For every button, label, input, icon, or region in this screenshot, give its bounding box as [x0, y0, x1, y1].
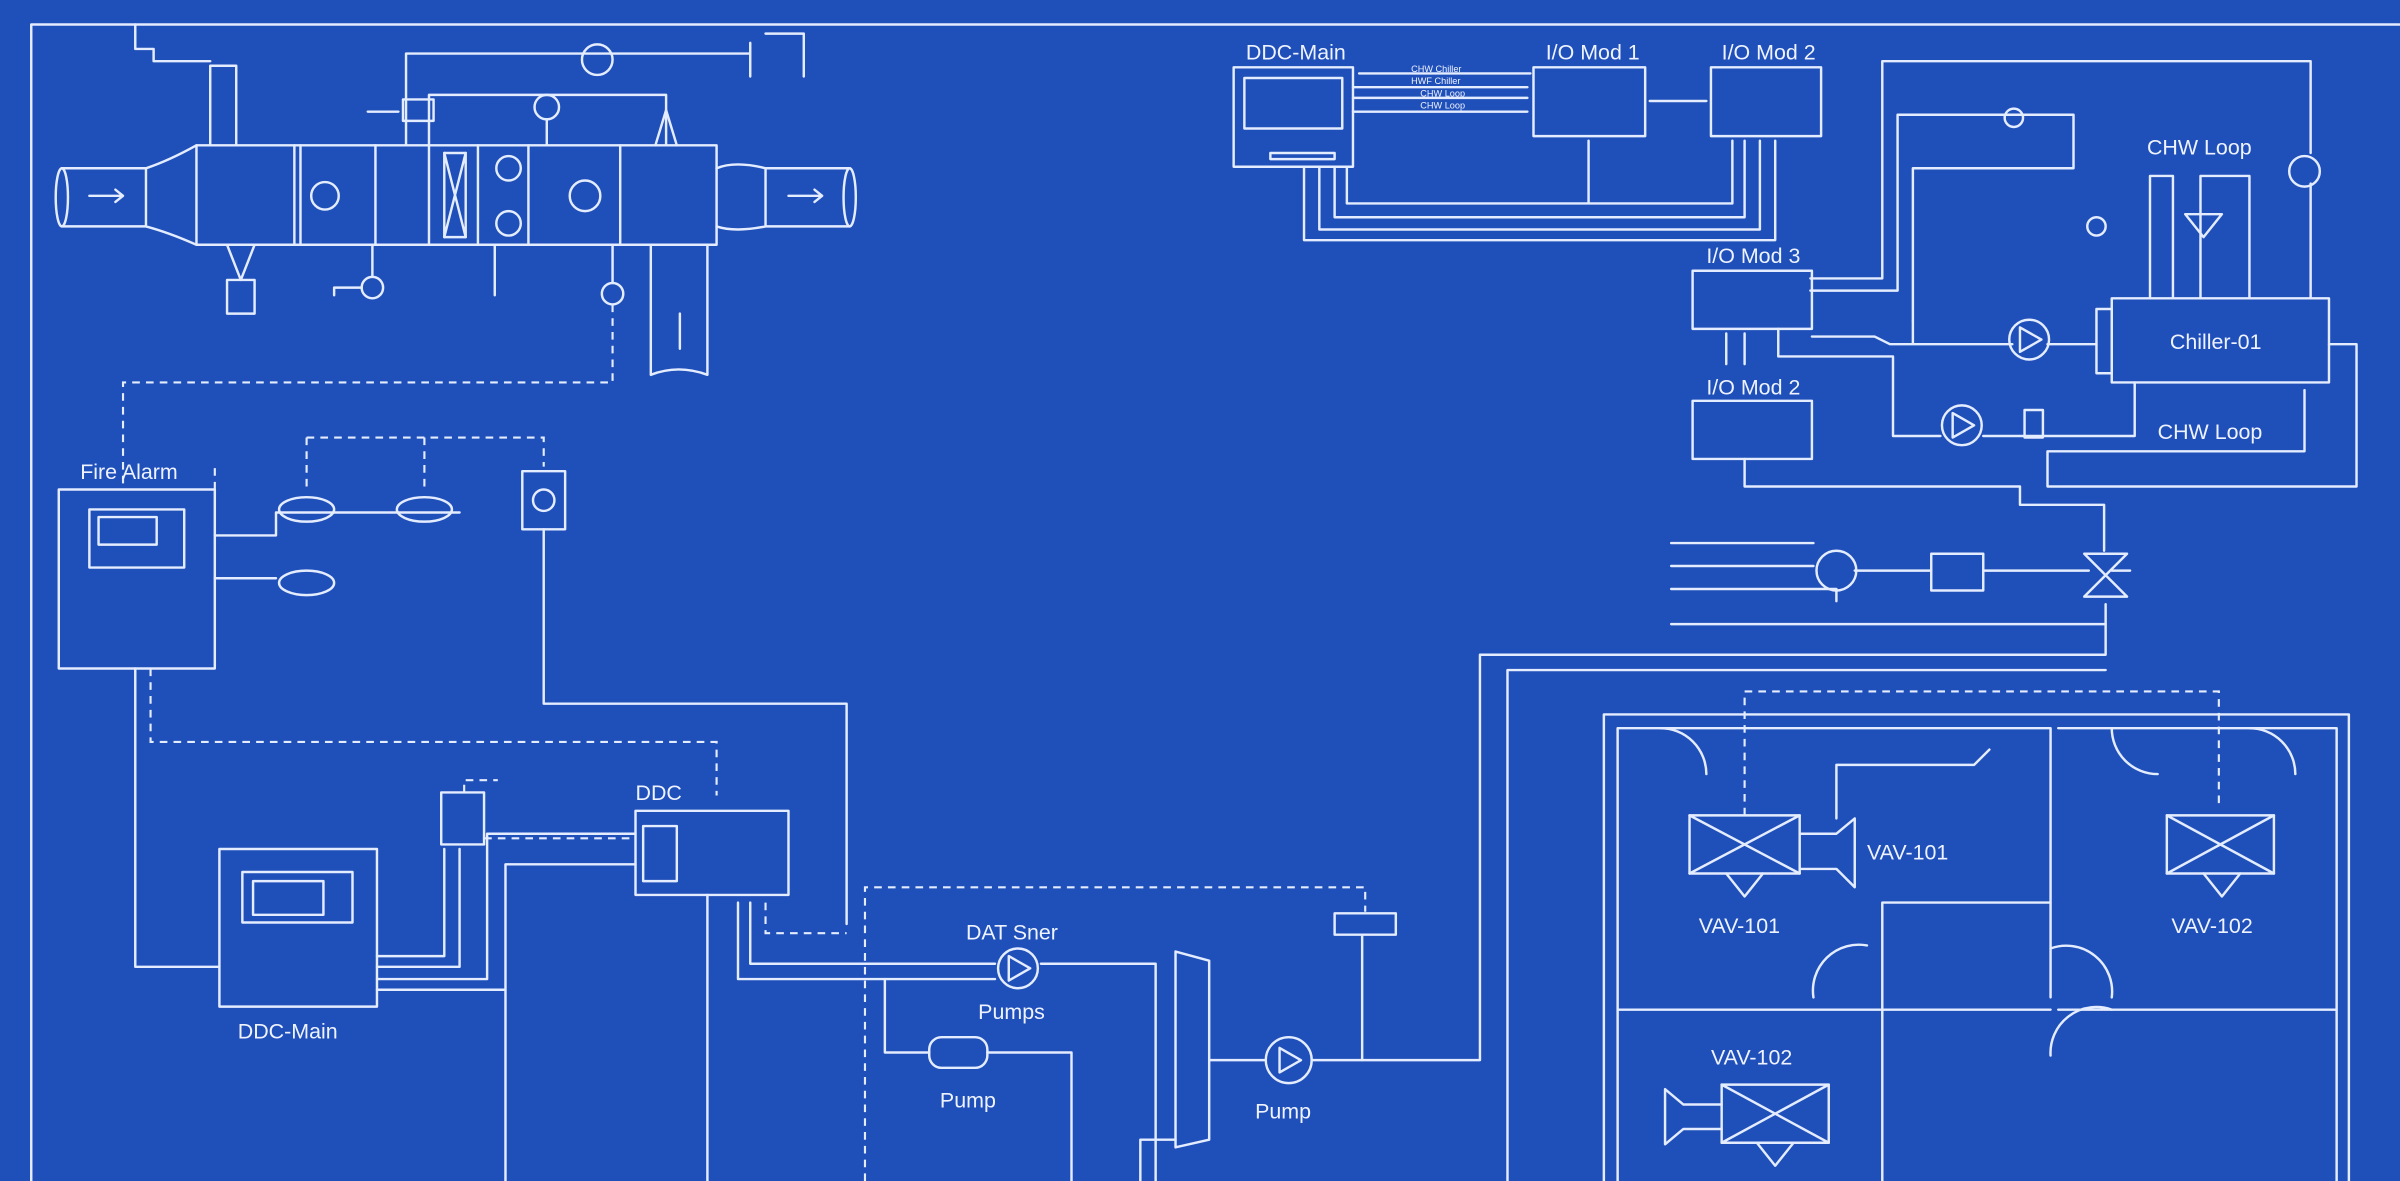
floor-plan: VAV-101 VAV-101 VAV-102 VAV-102: [1602, 690, 2351, 1181]
ddc-controller[interactable]: [634, 809, 790, 897]
vav-102-label: VAV-102: [1711, 1046, 1792, 1070]
io-mod-2-label: I/O Mod 2: [1706, 376, 1800, 400]
drawing-frame: [30, 23, 2400, 1181]
pump-icon: [2287, 154, 2322, 188]
ddc-main-label-bottom: DDC-Main: [238, 1020, 338, 1044]
filter-icon: [443, 151, 467, 239]
pump-icon: [996, 947, 1040, 990]
fire-alarm-system: Fire Alarm: [57, 436, 848, 969]
vav-101-label: VAV-101: [1867, 841, 1948, 865]
sensor-icon: [1333, 912, 1398, 936]
sensor-icon: [439, 791, 486, 846]
pump-icon: [1940, 404, 1983, 447]
smoke-detector-icon: [277, 569, 336, 597]
signal-line-label: CHW Loop: [1420, 88, 1465, 98]
fan-icon: [309, 180, 340, 211]
pull-station-icon: [521, 469, 567, 531]
io-module-1[interactable]: [1532, 66, 1647, 138]
vav-102-label: VAV-102: [2171, 914, 2252, 938]
vav-box-icon[interactable]: [2165, 814, 2276, 875]
chw-loop-label-top: CHW Loop: [2147, 136, 2252, 160]
io-module-2-secondary[interactable]: [1691, 399, 1814, 461]
actuator-icon: [1930, 552, 1985, 592]
chw-loop-label-bottom: CHW Loop: [2158, 420, 2263, 444]
pump-icon: [1264, 1035, 1313, 1085]
gauge-icon: [495, 154, 522, 182]
airflow-in-arrow: [88, 188, 125, 204]
ddc-main-label: DDC-Main: [1246, 41, 1346, 65]
vav-101-label: VAV-101: [1699, 914, 1780, 938]
control-valve-icon: [2082, 552, 2129, 598]
io-mod-2-label: I/O Mod 2: [1722, 41, 1816, 65]
io-module-2[interactable]: [1709, 66, 1823, 138]
dat-sensor-label: DAT Sner: [966, 920, 1058, 944]
ddc-network: DDC-Main CHW Chiller HWF Chiller CHW Loo…: [1232, 41, 1823, 242]
io-module-3[interactable]: [1691, 269, 1814, 331]
pump-label-left: Pump: [940, 1089, 996, 1113]
chiller-plant: CHW Loop I/O Mod 3 I/O Mod 2 Chiller-01 …: [1360, 59, 2358, 1181]
fan-icon: [568, 179, 602, 213]
smoke-detector-icon: [277, 495, 336, 523]
pump-label-right: Pump: [1255, 1099, 1311, 1123]
chiller-label: Chiller-01: [2170, 330, 2262, 354]
pump-system: DAT Sner Pumps Pump Pump: [883, 912, 1398, 1181]
airflow-out-arrow: [787, 188, 824, 204]
heat-exchanger-icon: [1174, 950, 1211, 1149]
air-handling-unit: [54, 23, 858, 490]
gauge-icon: [600, 281, 625, 306]
gauge-icon: [533, 93, 561, 121]
gauge-icon: [495, 209, 522, 237]
valve-icon: [2003, 107, 2025, 129]
gauge-icon: [360, 275, 385, 300]
signal-line-label: CHW Chiller: [1411, 64, 1461, 74]
vav-box-icon[interactable]: [1688, 814, 1801, 875]
signal-line-label: HWF Chiller: [1411, 76, 1460, 86]
signal-line-label: CHW Loop: [1420, 101, 1465, 111]
io-mod-1-label: I/O Mod 1: [1546, 41, 1640, 65]
valve-icon: [2086, 216, 2107, 237]
fire-alarm-label: Fire Alarm: [80, 460, 178, 484]
pumps-label: Pumps: [978, 1000, 1045, 1024]
pump-icon: [2008, 318, 2051, 361]
io-mod-3-label: I/O Mod 3: [1706, 244, 1800, 268]
ddc-panel: DDC-Main DDC: [218, 779, 1367, 1181]
valve-icon: [580, 43, 614, 77]
ddc-label: DDC: [636, 781, 682, 805]
smoke-detector-icon: [395, 495, 454, 523]
ddc-main-controller-bottom[interactable]: [218, 847, 379, 1008]
ddc-main-controller[interactable]: [1232, 66, 1355, 168]
strainer-icon: [928, 1035, 989, 1070]
damper-icon: [1815, 549, 1858, 592]
vav-box-icon[interactable]: [1720, 1083, 1830, 1144]
